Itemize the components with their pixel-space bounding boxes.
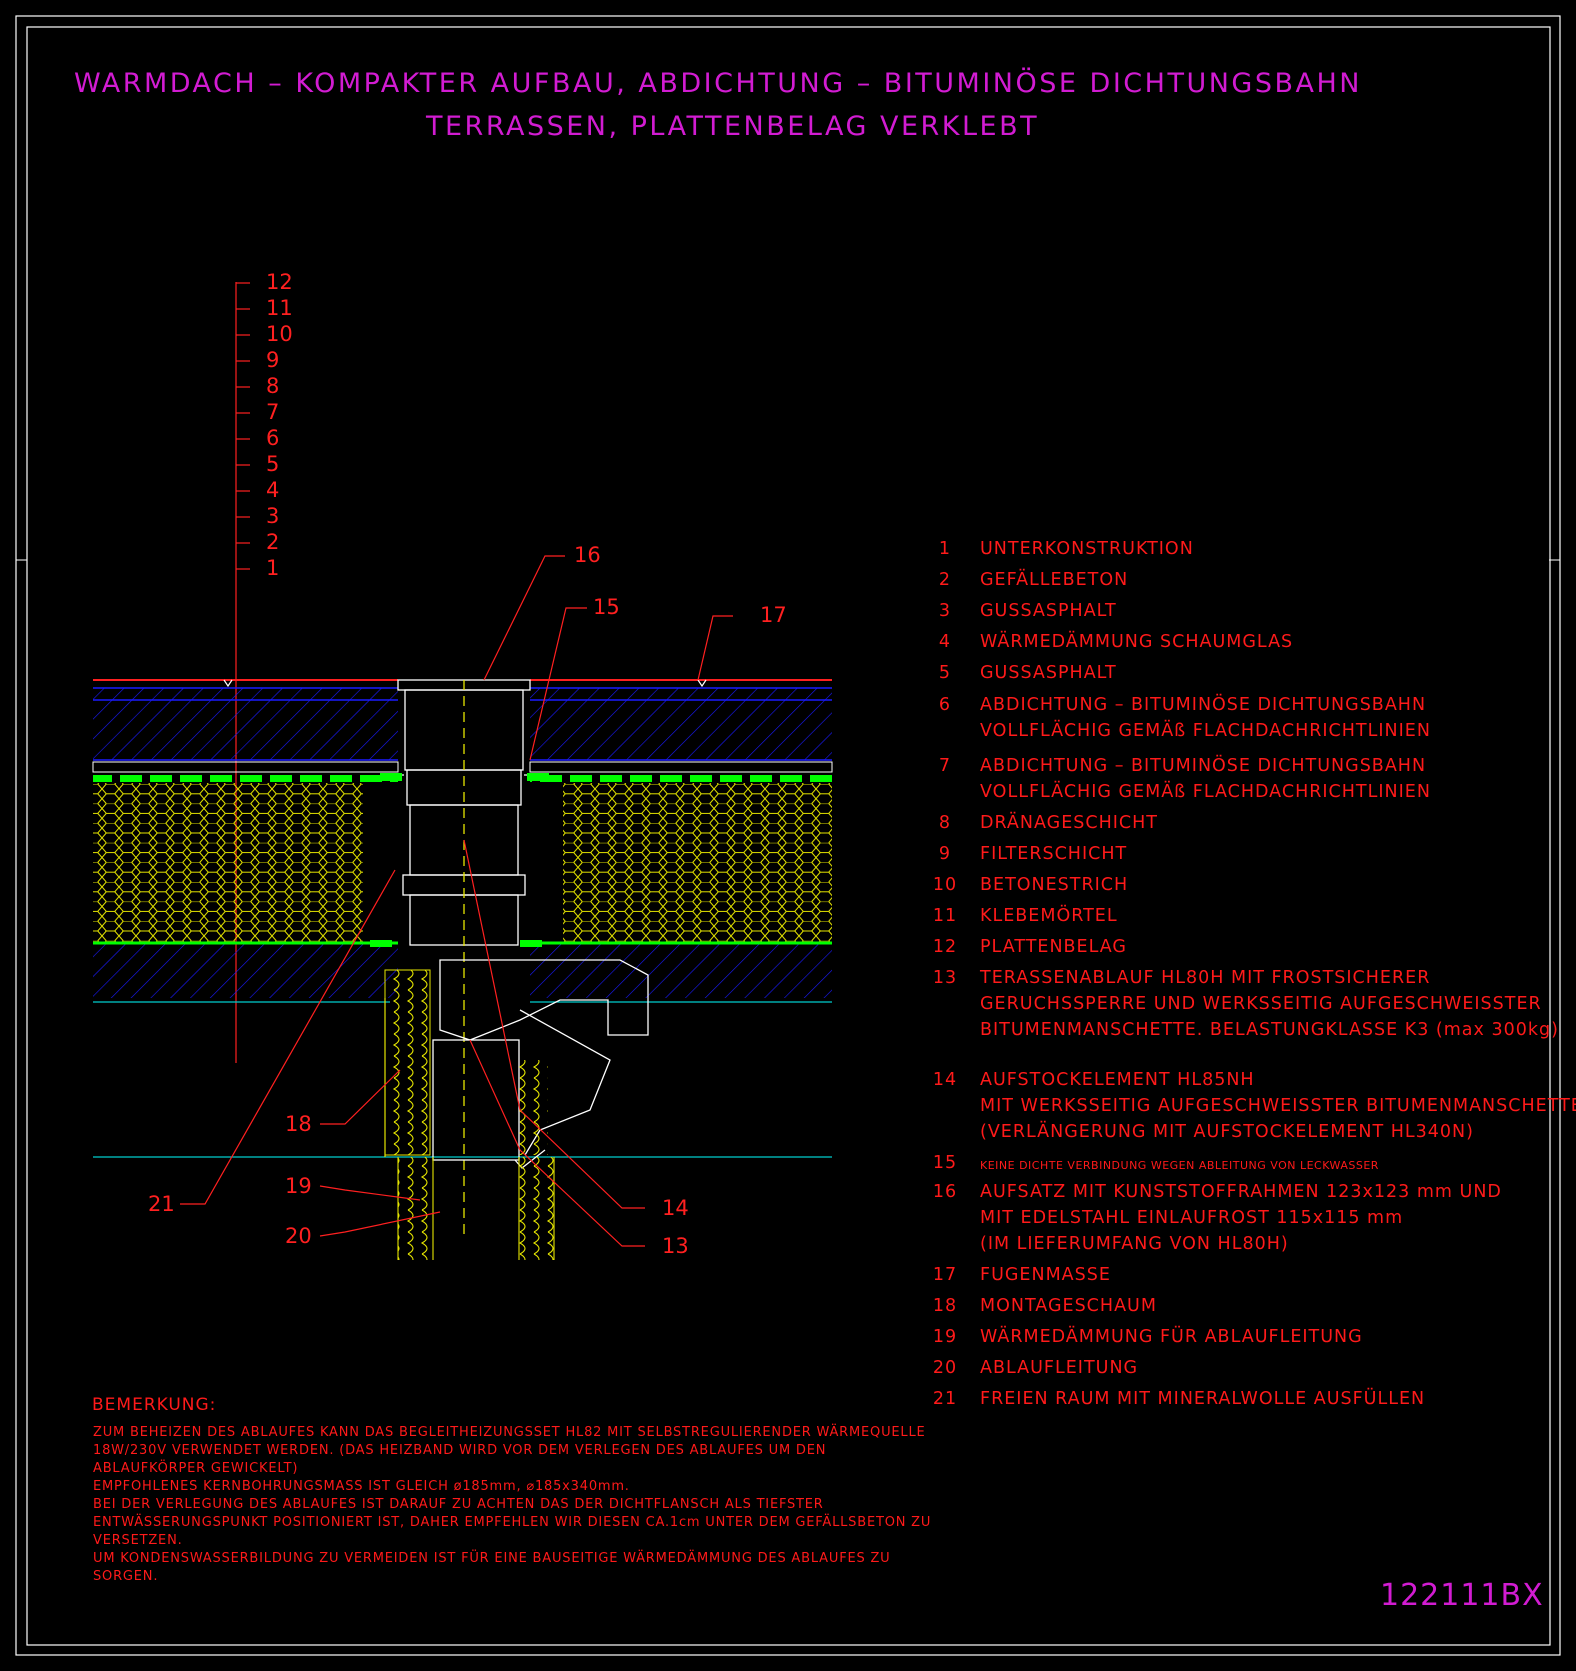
remark-body: ZUM BEHEIZEN DES ABLAUFES KANN DAS BEGLE… bbox=[93, 1424, 931, 1586]
legend-text: (IM LIEFERUMFANG VON HL80H) bbox=[980, 1234, 1289, 1254]
outer-frame bbox=[15, 15, 1561, 1656]
legend-text: PLATTENBELAG bbox=[980, 937, 1127, 957]
legend-number: 11 bbox=[932, 906, 958, 926]
legend-number: 15 bbox=[932, 1153, 958, 1173]
legend-text: MIT WERKSSEITIG AUFGESCHWEISSTER BITUMEN… bbox=[980, 1096, 1576, 1116]
callout-17: 17 bbox=[760, 603, 787, 627]
level-label-11: 11 bbox=[266, 296, 293, 320]
legend-text: BETONESTRICH bbox=[980, 875, 1129, 895]
legend-number: 9 bbox=[938, 844, 952, 864]
legend-text: (VERLÄNGERUNG MIT AUFSTOCKELEMENT HL340N… bbox=[980, 1122, 1474, 1142]
legend-number: 3 bbox=[938, 601, 952, 621]
legend-text: BITUMENMANSCHETTE. BELASTUNGKLASSE K3 (m… bbox=[980, 1020, 1559, 1040]
level-label-3: 3 bbox=[266, 504, 280, 528]
remark-line: ENTWÄSSERUNGSPUNKT POSITIONIERT IST, DAH… bbox=[93, 1515, 932, 1530]
legend-text: AUFSATZ MIT KUNSTSTOFFRAHMEN 123x123 mm … bbox=[980, 1182, 1502, 1202]
membrane-accents bbox=[370, 773, 549, 947]
remark-line: SORGEN. bbox=[93, 1569, 159, 1584]
remark-line: ABLAUFKÖRPER GEWICKELT) bbox=[93, 1461, 299, 1476]
legend-text: KLEBEMÖRTEL bbox=[980, 906, 1118, 926]
pipe-insulation bbox=[397, 1157, 555, 1260]
callout-14: 14 bbox=[662, 1196, 689, 1220]
layers-right bbox=[529, 679, 833, 1003]
legend-text: ABDICHTUNG – BITUMINÖSE DICHTUNGSBAHN bbox=[980, 756, 1427, 776]
legend-text: GERUCHSSPERRE UND WERKSSEITIG AUFGESCHWE… bbox=[980, 994, 1542, 1014]
title-line-2: TERRASSEN, PLATTENBELAG VERKLEBT bbox=[426, 111, 1040, 142]
callout-13: 13 bbox=[662, 1234, 689, 1258]
leader-lines bbox=[180, 555, 733, 1247]
legend-text: KEINE DICHTE VERBINDUNG WEGEN ABLEITUNG … bbox=[980, 1159, 1379, 1172]
level-label-9: 9 bbox=[266, 348, 280, 372]
legend-text: GEFÄLLEBETON bbox=[980, 570, 1129, 590]
level-label-12: 12 bbox=[266, 270, 293, 294]
legend-number: 7 bbox=[938, 756, 952, 776]
legend-number: 10 bbox=[932, 875, 958, 895]
layers-left bbox=[92, 679, 399, 1003]
remark-line: BEI DER VERLEGUNG DES ABLAUFES IST DARAU… bbox=[93, 1497, 824, 1512]
legend-text: ABDICHTUNG – BITUMINÖSE DICHTUNGSBAHN bbox=[980, 695, 1427, 715]
legend-text: UNTERKONSTRUKTION bbox=[980, 539, 1194, 559]
legend-number: 14 bbox=[932, 1070, 958, 1090]
callout-18: 18 bbox=[285, 1112, 312, 1136]
level-label-7: 7 bbox=[266, 400, 280, 424]
legend-text: DRÄNAGESCHICHT bbox=[980, 813, 1158, 833]
mounting-foam-left bbox=[384, 969, 431, 1156]
legend-text: TERASSENABLAUF HL80H MIT FROSTSICHERER bbox=[980, 968, 1431, 988]
legend-number: 16 bbox=[932, 1182, 958, 1202]
legend-number: 13 bbox=[932, 968, 958, 988]
callout-21: 21 bbox=[148, 1192, 175, 1216]
level-label-6: 6 bbox=[266, 426, 280, 450]
drain-body bbox=[383, 679, 649, 1240]
legend-number: 8 bbox=[938, 813, 952, 833]
drawing-code: 122111BX bbox=[1380, 1578, 1544, 1613]
remark-line: VERSETZEN. bbox=[93, 1533, 183, 1548]
inner-frame bbox=[26, 26, 1551, 1646]
remark-line: 18W/230V VERWENDET WERDEN. (DAS HEIZBAND… bbox=[93, 1443, 827, 1458]
legend-text: WÄRMEDÄMMUNG FÜR ABLAUFLEITUNG bbox=[980, 1327, 1363, 1347]
remark-line: ZUM BEHEIZEN DES ABLAUFES KANN DAS BEGLE… bbox=[93, 1425, 926, 1440]
title-line-1: WARMDACH – KOMPAKTER AUFBAU, ABDICHTUNG … bbox=[74, 68, 1362, 99]
level-label-10: 10 bbox=[266, 322, 293, 346]
legend-text: ABLAUFLEITUNG bbox=[980, 1358, 1139, 1378]
legend-number: 2 bbox=[938, 570, 952, 590]
remark-title: BEMERKUNG: bbox=[92, 1395, 217, 1415]
legend-text: VOLLFLÄCHIG GEMÄß FLACHDACHRICHTLINIEN bbox=[980, 782, 1431, 802]
legend-text: AUFSTOCKELEMENT HL85NH bbox=[980, 1070, 1255, 1090]
remark-line: UM KONDENSWASSERBILDUNG ZU VERMEIDEN IST… bbox=[93, 1551, 891, 1566]
legend-text: FILTERSCHICHT bbox=[980, 844, 1128, 864]
level-label-1: 1 bbox=[266, 556, 280, 580]
legend-number: 17 bbox=[932, 1265, 958, 1285]
legend-number: 12 bbox=[932, 937, 958, 957]
legend-number: 6 bbox=[938, 695, 952, 715]
legend-text: WÄRMEDÄMMUNG SCHAUMGLAS bbox=[980, 632, 1294, 652]
remark-line: EMPFOHLENES KERNBOHRUNGSMASS IST GLEICH … bbox=[93, 1479, 630, 1494]
legend-text: VOLLFLÄCHIG GEMÄß FLACHDACHRICHTLINIEN bbox=[980, 721, 1431, 741]
callout-16: 16 bbox=[574, 543, 601, 567]
legend-number: 19 bbox=[932, 1327, 958, 1347]
callout-20: 20 bbox=[285, 1224, 312, 1248]
legend-text: GUSSASPHALT bbox=[980, 601, 1117, 621]
legend-number: 20 bbox=[932, 1358, 958, 1378]
legend-text: GUSSASPHALT bbox=[980, 663, 1117, 683]
legend-number: 21 bbox=[932, 1389, 958, 1409]
mounting-foam-right bbox=[518, 1060, 548, 1155]
legend-number: 1 bbox=[938, 539, 952, 559]
legend-text: FREIEN RAUM MIT MINERALWOLLE AUSFÜLLEN bbox=[980, 1389, 1426, 1409]
callout-19: 19 bbox=[285, 1174, 312, 1198]
legend-text: FUGENMASSE bbox=[980, 1265, 1111, 1285]
legend-number: 5 bbox=[938, 663, 952, 683]
legend-number: 4 bbox=[938, 632, 952, 652]
legend-text: MIT EDELSTAHL EINLAUFROST 115x115 mm bbox=[980, 1208, 1404, 1228]
level-label-4: 4 bbox=[266, 478, 280, 502]
legend-text: MONTAGESCHAUM bbox=[980, 1296, 1157, 1316]
level-label-2: 2 bbox=[266, 530, 280, 554]
callout-15: 15 bbox=[593, 595, 620, 619]
level-label-8: 8 bbox=[266, 374, 280, 398]
legend-number: 18 bbox=[932, 1296, 958, 1316]
level-label-5: 5 bbox=[266, 452, 280, 476]
